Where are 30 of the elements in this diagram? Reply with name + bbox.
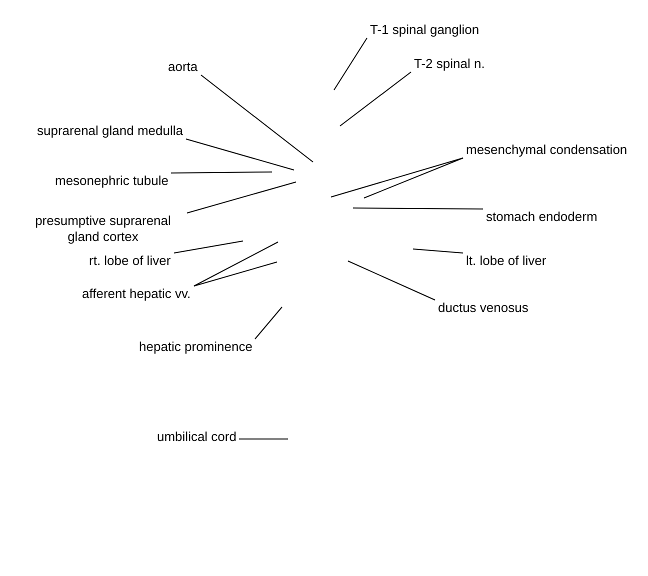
part-label: T-2 spinal n. xyxy=(414,56,485,72)
part-label: lt. lobe of liver xyxy=(466,253,546,269)
leader-line xyxy=(340,72,412,126)
part-label: hepatic prominence xyxy=(139,339,252,355)
part-label: ductus venosus xyxy=(438,300,528,316)
part-label: afferent hepatic vv. xyxy=(82,286,191,302)
leader-line xyxy=(352,208,484,210)
part-label: presumptive suprarenal gland cortex xyxy=(22,213,184,245)
part-label: T-1 spinal ganglion xyxy=(370,22,480,38)
leader-line xyxy=(186,138,294,170)
leader-line xyxy=(254,306,282,340)
part-label: rt. lobe of liver xyxy=(89,253,171,269)
leader-line xyxy=(194,262,278,286)
leader-line xyxy=(238,438,288,440)
leader-line xyxy=(348,260,436,300)
part-label: suprarenal gland medulla xyxy=(37,123,183,139)
leader-line xyxy=(170,172,272,174)
part-label: stomach endoderm xyxy=(486,209,598,225)
leader-line xyxy=(200,74,314,162)
part-label: mesenchymal condensation xyxy=(466,142,628,158)
leader-line xyxy=(364,158,464,198)
leader-line xyxy=(194,242,278,286)
part-label: umbilical cord xyxy=(157,429,236,445)
part-label: mesonephric tubule xyxy=(55,173,168,189)
leader-line xyxy=(330,158,464,198)
leader-line xyxy=(412,248,464,254)
part-label: aorta xyxy=(168,59,198,75)
leader-line xyxy=(334,38,368,90)
leader-line xyxy=(186,182,296,214)
leader-line xyxy=(174,240,244,254)
